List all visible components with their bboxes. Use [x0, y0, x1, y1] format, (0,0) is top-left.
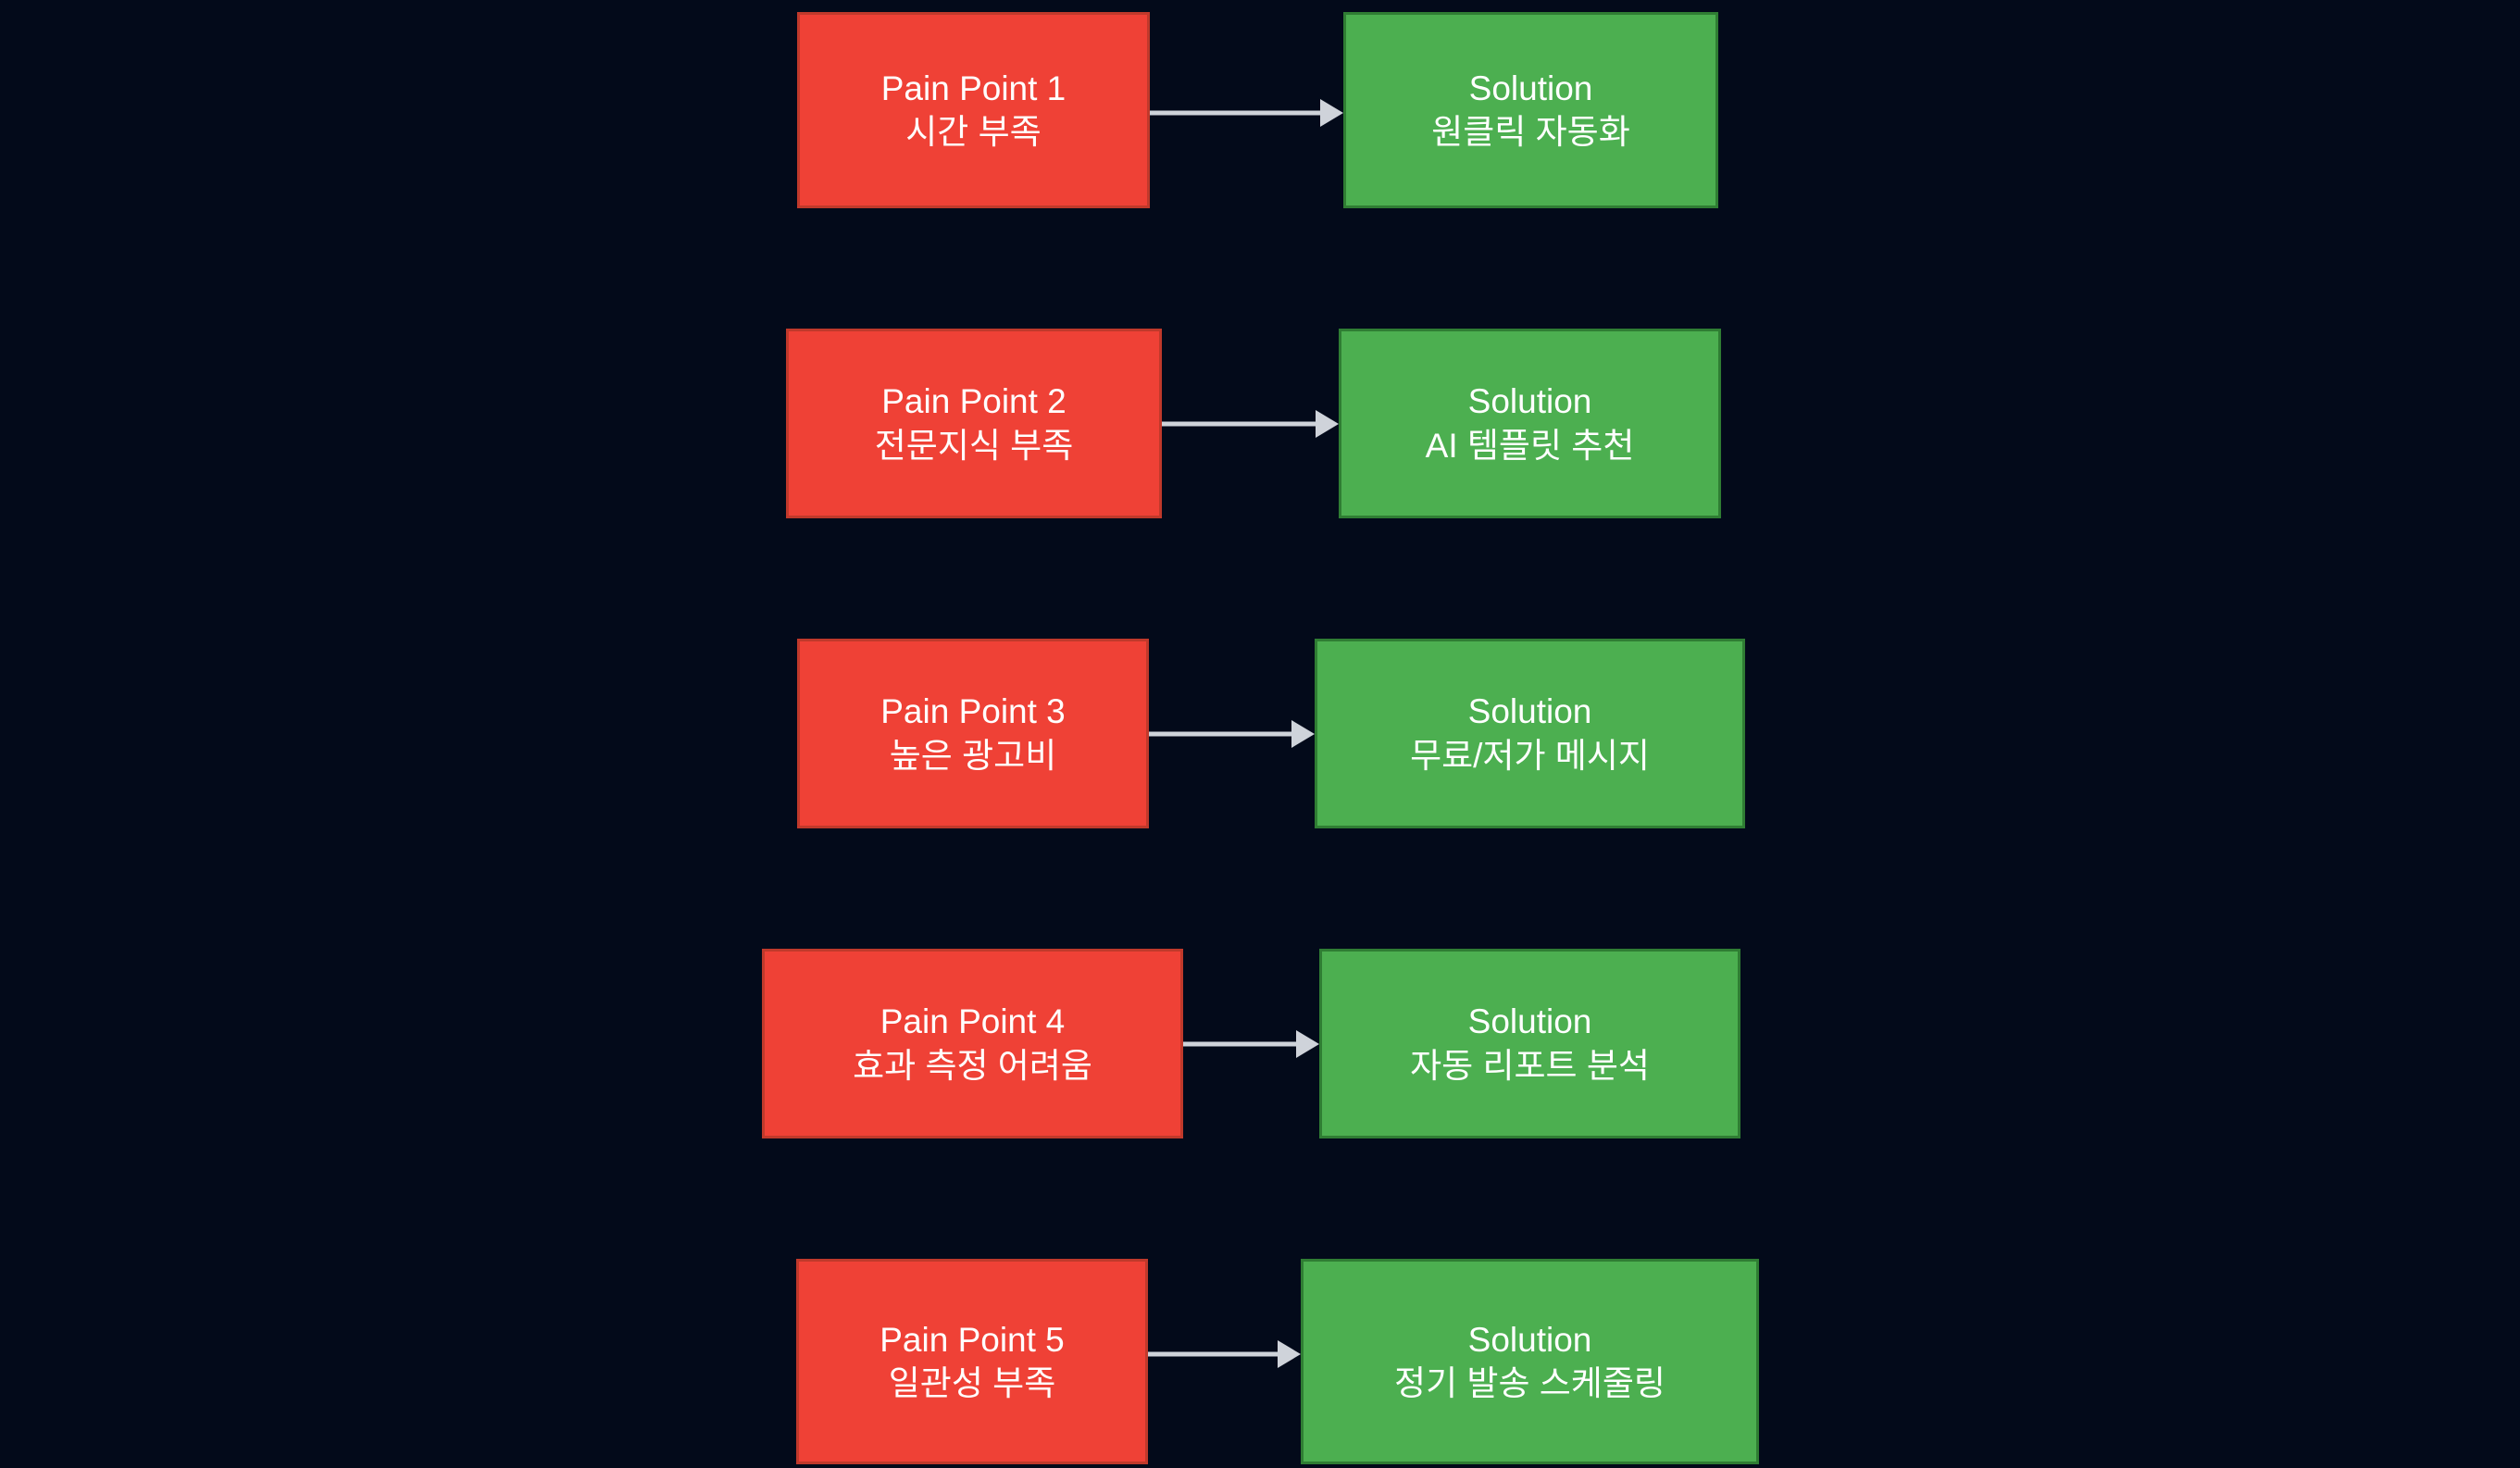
pain-point-node-2[interactable]: Pain Point 2 전문지식 부족 — [786, 329, 1162, 518]
solution-node-4[interactable]: Solution 자동 리포트 분석 — [1319, 949, 1740, 1138]
solution-detail: AI 템플릿 추천 — [1425, 426, 1635, 465]
solution-title: Solution — [1467, 692, 1592, 731]
solution-detail: 무료/저가 메시지 — [1410, 736, 1650, 775]
pain-point-node-5[interactable]: Pain Point 5 일관성 부족 — [796, 1259, 1148, 1464]
pain-point-node-4[interactable]: Pain Point 4 효과 측정 어려움 — [762, 949, 1183, 1138]
pain-point-node-1[interactable]: Pain Point 1 시간 부족 — [797, 12, 1150, 208]
pain-point-detail: 높은 광고비 — [889, 736, 1057, 775]
solution-title: Solution — [1467, 382, 1592, 421]
arrow-shaft — [1150, 110, 1320, 116]
solution-node-2[interactable]: Solution AI 템플릿 추천 — [1339, 329, 1721, 518]
pain-point-title: Pain Point 5 — [880, 1320, 1065, 1359]
pain-point-detail: 효과 측정 어려움 — [853, 1046, 1092, 1085]
pain-point-title: Pain Point 2 — [881, 382, 1067, 421]
arrow-head-icon — [1316, 410, 1339, 438]
arrow-head-icon — [1320, 99, 1343, 127]
solution-title: Solution — [1467, 1320, 1592, 1359]
solution-detail: 정기 발송 스케줄링 — [1394, 1364, 1665, 1402]
solution-node-1[interactable]: Solution 원클릭 자동화 — [1343, 12, 1718, 208]
arrow-shaft — [1149, 731, 1291, 737]
solution-node-5[interactable]: Solution 정기 발송 스케줄링 — [1301, 1259, 1759, 1464]
arrow-shaft — [1148, 1351, 1278, 1357]
pain-point-detail: 일관성 부족 — [888, 1364, 1056, 1402]
arrow-shaft — [1162, 421, 1316, 427]
pain-point-title: Pain Point 4 — [880, 1002, 1066, 1041]
arrow-head-icon — [1278, 1340, 1301, 1368]
arrow-shaft — [1183, 1041, 1296, 1047]
arrow-head-icon — [1291, 720, 1315, 748]
solution-title: Solution — [1467, 1002, 1592, 1041]
solution-node-3[interactable]: Solution 무료/저가 메시지 — [1315, 639, 1745, 828]
pain-point-node-3[interactable]: Pain Point 3 높은 광고비 — [797, 639, 1149, 828]
solution-detail: 자동 리포트 분석 — [1410, 1046, 1650, 1085]
arrow-head-icon — [1296, 1030, 1319, 1058]
pain-point-detail: 전문지식 부족 — [874, 426, 1074, 465]
solution-detail: 원클릭 자동화 — [1431, 113, 1630, 151]
pain-point-title: Pain Point 3 — [880, 692, 1066, 731]
solution-title: Solution — [1468, 68, 1593, 107]
pain-point-title: Pain Point 1 — [880, 68, 1067, 107]
pain-point-detail: 시간 부족 — [905, 113, 1042, 151]
